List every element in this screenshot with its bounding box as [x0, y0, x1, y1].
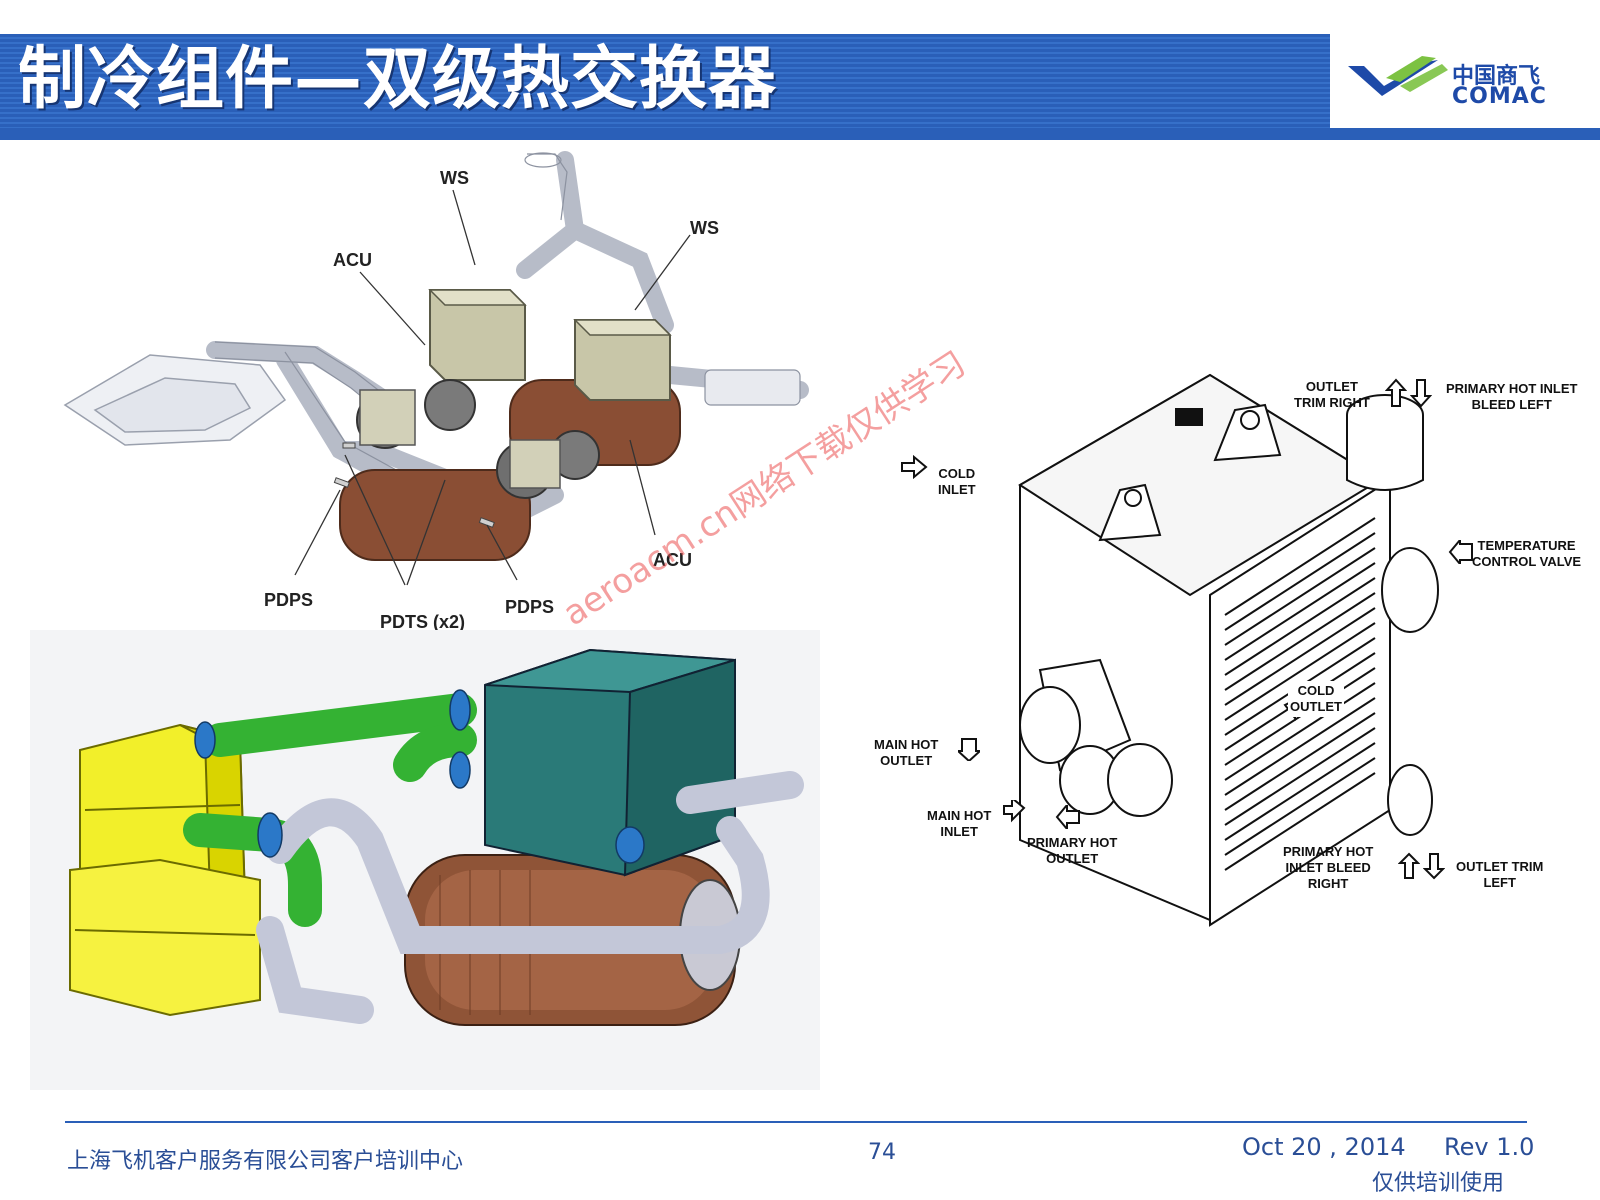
main-hot-inlet-arrow-icon: [1003, 800, 1026, 823]
label-cold-outlet: COLD OUTLET: [1288, 681, 1344, 717]
comac-logo-icon: [1348, 56, 1448, 96]
primary-hot-inlet-bleed-left-down-arrow-icon: [1410, 379, 1432, 408]
label-main-hot-inlet-text: MAIN HOT INLET: [927, 808, 992, 839]
footer-date: Oct 20 , 2014: [1242, 1133, 1406, 1161]
callout-pdps-left: PDPS: [264, 590, 314, 610]
logo-area: [1330, 34, 1600, 129]
yellow-heat-exchanger-shape: [69, 723, 261, 1017]
label-primary-hot-inlet-bleed-left: PRIMARY HOT INLET BLEED LEFT: [1446, 381, 1577, 413]
acu-right-shape: [496, 319, 681, 499]
footer-revision: Rev 1.0: [1444, 1133, 1535, 1161]
outlet-trim-right-up-arrow-icon: [1385, 378, 1407, 407]
cold-inlet-arrow-icon: [901, 455, 928, 479]
callout-ws-right: WS: [690, 218, 719, 238]
logo-english-text: COMAC: [1452, 84, 1547, 109]
teal-box-shape: [484, 648, 736, 877]
label-outlet-trim-right: OUTLET TRIM RIGHT: [1294, 379, 1370, 411]
duct-routing: [206, 151, 809, 520]
footer-note: 仅供培训使用: [1372, 1171, 1505, 1196]
main-hot-outlet-arrow-icon: [958, 738, 980, 761]
page-title: 制冷组件—双级热交换器: [18, 40, 778, 119]
blue-flange-shapes: [194, 689, 645, 864]
dual-heat-exchanger-line-drawing: [1018, 373, 1439, 927]
label-primary-hot-inlet-bleed-right-text: PRIMARY HOT INLET BLEED RIGHT: [1283, 844, 1374, 891]
temperature-control-valve-arrow-icon: [1448, 540, 1473, 564]
heat-exchanger-3d-model: [30, 630, 820, 1090]
acu-installation-diagram: [63, 151, 809, 586]
silver-duct-shape: [256, 771, 804, 1024]
acu-left-shape: [339, 289, 531, 561]
label-outlet-trim-left-text: OUTLET TRIM LEFT: [1456, 859, 1544, 890]
label-main-hot-outlet-text: MAIN HOT OUTLET: [874, 737, 939, 768]
label-temperature-control-valve-text: TEMPERATURE CONTROL VALVE: [1472, 538, 1582, 569]
label-main-hot-inlet: MAIN HOT INLET: [927, 808, 991, 840]
outlet-trim-left-down-arrow-icon: [1423, 853, 1445, 880]
logo-chinese-text: 中国商飞: [1452, 64, 1541, 89]
mounting-lug-shapes: [1098, 403, 1282, 542]
footer-rule: [65, 1121, 1527, 1123]
label-cold-inlet-text: COLD INLET: [938, 466, 976, 497]
title-bar: 制冷组件—双级热交换器: [0, 34, 1330, 132]
label-primary-hot-inlet-bleed-left-text: PRIMARY HOT INLET BLEED LEFT: [1446, 381, 1578, 412]
primary-hot-outlet-arrow-icon: [1055, 805, 1080, 829]
primary-hot-inlet-bleed-right-up-arrow-icon: [1398, 852, 1420, 879]
label-primary-hot-inlet-bleed-right: PRIMARY HOT INLET BLEED RIGHT: [1283, 844, 1373, 892]
label-cold-inlet: COLD INLET: [938, 466, 976, 498]
header-rule: [0, 128, 1600, 140]
label-outlet-trim-right-text: OUTLET TRIM RIGHT: [1294, 379, 1370, 410]
label-temperature-control-valve: TEMPERATURE CONTROL VALVE: [1472, 538, 1581, 570]
callout-ws-left: WS: [440, 168, 469, 188]
callout-acu-left: ACU: [333, 250, 372, 270]
label-outlet-trim-left: OUTLET TRIM LEFT: [1456, 859, 1543, 891]
sensor-shapes: [333, 442, 495, 528]
callout-acu-right: ACU: [653, 550, 692, 570]
page-number: 74: [868, 1140, 896, 1165]
callout-pdps-right: PDPS: [505, 597, 555, 617]
port-shapes: [1019, 394, 1439, 836]
louver-slats: [1224, 517, 1376, 871]
ghost-plenum-shape: [63, 354, 287, 446]
label-cold-outlet-text: COLD OUTLET: [1290, 683, 1342, 714]
callout-leader-lines: [294, 189, 691, 586]
data-plate-icon: [1175, 408, 1203, 426]
label-primary-hot-outlet-text: PRIMARY HOT OUTLET: [1027, 835, 1118, 866]
label-main-hot-outlet: MAIN HOT OUTLET: [874, 737, 938, 769]
label-primary-hot-outlet: PRIMARY HOT OUTLET: [1027, 835, 1117, 867]
callout-pdts: PDTS (x2): [380, 612, 466, 632]
footer-company: 上海飞机客户服务有限公司客户培训中心: [67, 1149, 464, 1174]
